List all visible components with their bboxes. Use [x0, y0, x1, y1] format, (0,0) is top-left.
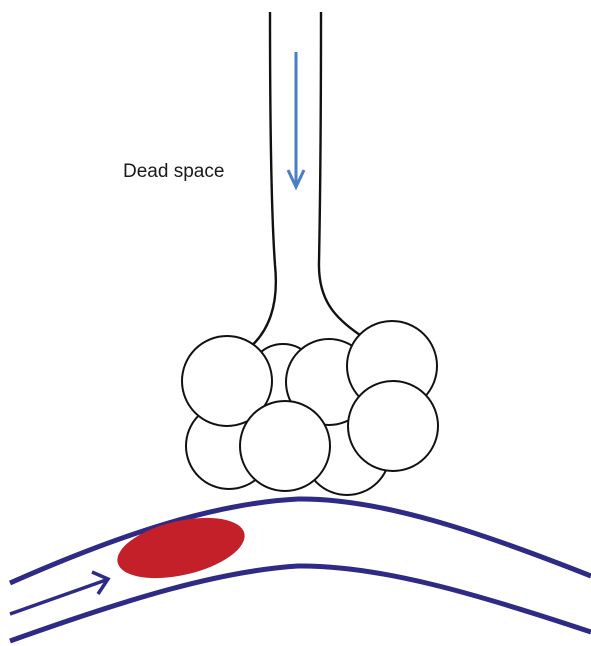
airway-left-wall	[247, 12, 276, 350]
alveoli-cluster	[182, 321, 438, 495]
airway-right-wall	[319, 12, 360, 335]
alveolus	[348, 381, 438, 471]
dead-space-label: Dead space	[123, 161, 224, 183]
alveolus	[240, 401, 330, 491]
airflow-arrow	[288, 52, 304, 187]
capillary-upper-wall	[10, 499, 591, 583]
capillary-lower-wall	[10, 566, 591, 641]
